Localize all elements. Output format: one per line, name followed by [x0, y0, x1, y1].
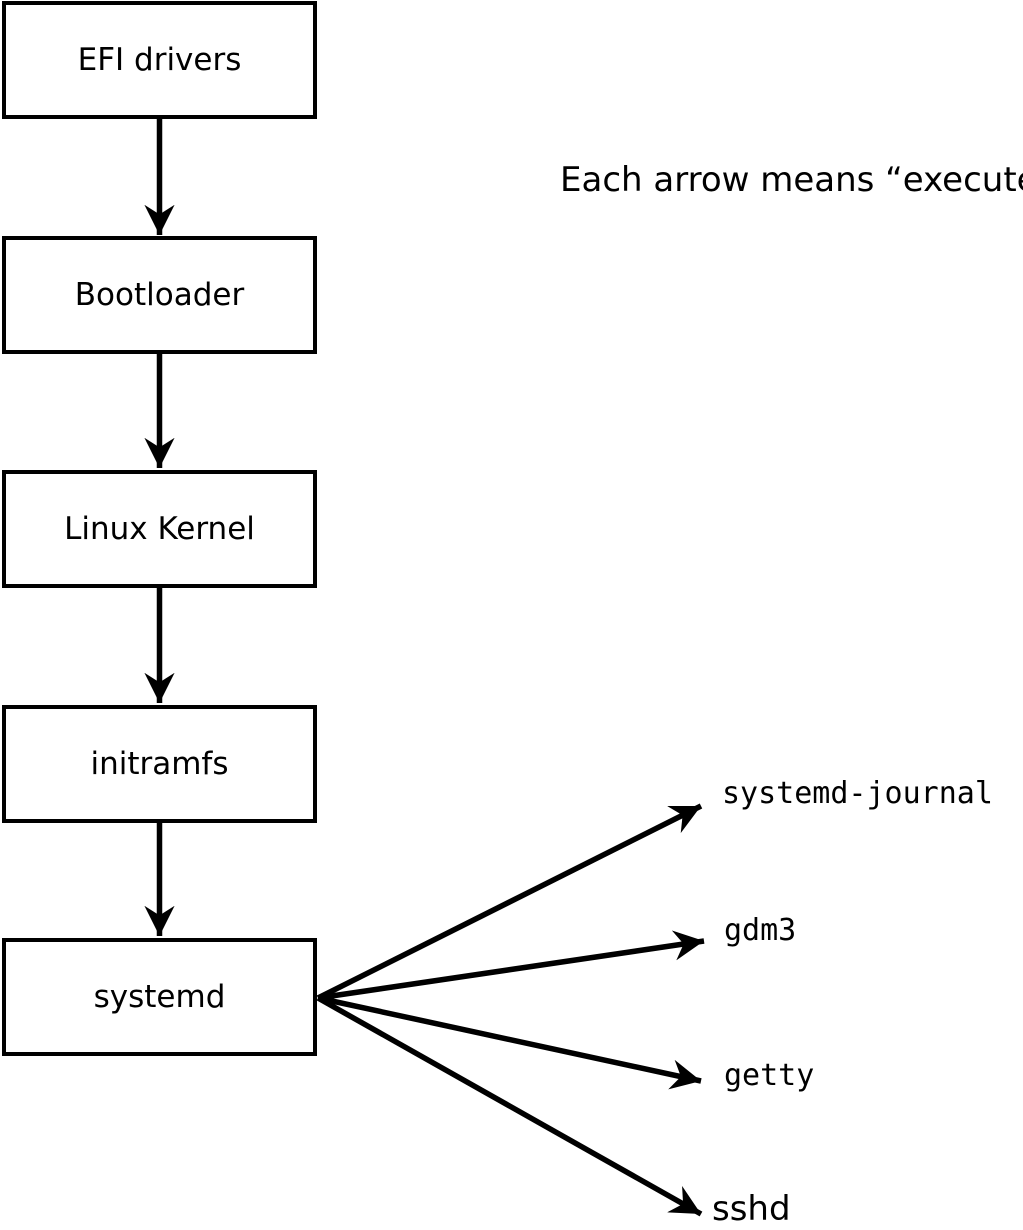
node-label: Bootloader	[74, 277, 245, 313]
arrow-systemd-to-sshd	[316, 995, 703, 1217]
node-initramfs: initramfs	[2, 705, 317, 823]
node-bootloader: Bootloader	[2, 236, 317, 354]
process-label-getty: getty	[724, 1058, 815, 1093]
node-systemd: systemd	[2, 938, 317, 1056]
node-label: EFI drivers	[77, 42, 242, 78]
node-label: initramfs	[90, 746, 229, 782]
arrow-systemd-to-journal	[316, 803, 703, 1001]
process-label-systemd-journal: systemd-journal	[722, 776, 993, 811]
node-efi-drivers: EFI drivers	[2, 1, 317, 119]
node-label: systemd	[93, 979, 226, 1015]
process-label-gdm3: gdm3	[724, 913, 797, 948]
arrow-systemd-to-getty	[317, 995, 702, 1090]
process-label-sshd: sshd	[712, 1189, 791, 1229]
node-label: Linux Kernel	[64, 511, 255, 547]
node-linux-kernel: Linux Kernel	[2, 470, 317, 588]
arrow-legend-caption: Each arrow means “executes”.	[560, 160, 1023, 200]
arrow-systemd-to-gdm3	[317, 930, 705, 1001]
